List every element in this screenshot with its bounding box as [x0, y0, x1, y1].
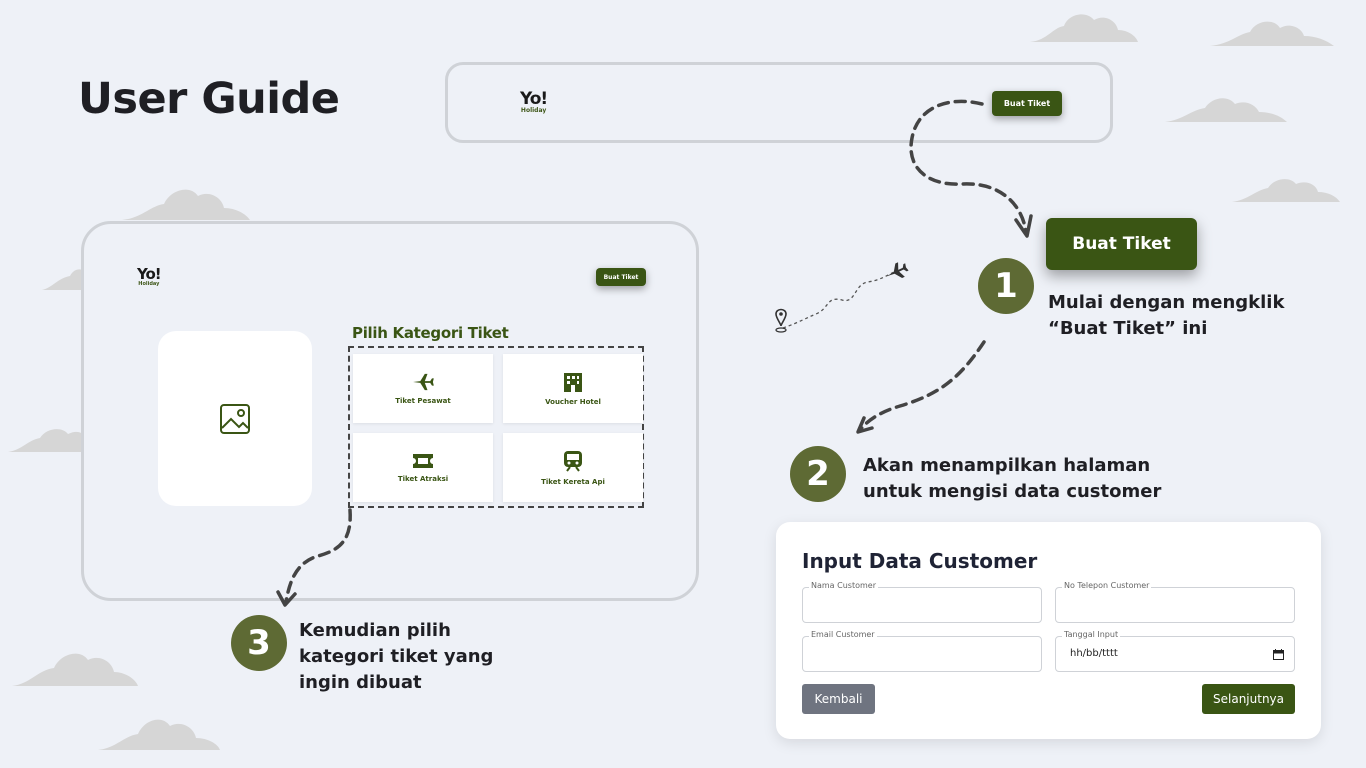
no-telepon-customer-field[interactable]: No Telepon Customer [1055, 581, 1295, 623]
cloud-decoration [12, 653, 138, 686]
form-title: Input Data Customer [802, 549, 1038, 573]
cloud-decoration [98, 719, 220, 750]
cloud-decoration [8, 429, 84, 452]
tanggal-input-field[interactable]: Tanggal Input hh/bb/tttt [1055, 630, 1295, 672]
field-label: Email Customer [809, 630, 877, 639]
step1-text-line1: Mulai dengan mengklik [1048, 292, 1285, 313]
step3-text-line3: ingin dibuat [299, 672, 422, 693]
buat-tiket-button[interactable]: Buat Tiket [992, 91, 1062, 116]
train-icon [564, 450, 582, 472]
image-icon [220, 403, 250, 434]
brand-logo[interactable]: Yo! Holiday [520, 89, 548, 114]
location-pin-icon [775, 308, 787, 333]
category-card-tiket-kereta-api[interactable]: Tiket Kereta Api [503, 433, 643, 502]
category-title: Pilih Kategori Tiket [352, 324, 509, 342]
arrowhead-step2 [856, 416, 874, 434]
cloud-decoration [1165, 98, 1287, 122]
field-label: Nama Customer [809, 581, 878, 590]
kembali-button[interactable]: Kembali [802, 684, 875, 714]
step2-text-line2: untuk mengisi data customer [863, 481, 1162, 502]
cloud-decoration [1210, 21, 1334, 46]
flight-path-trail [782, 271, 895, 329]
calendar-icon[interactable] [1273, 649, 1284, 660]
brand-logo[interactable]: Yo! Holiday [137, 265, 162, 287]
category-label: Tiket Atraksi [397, 474, 449, 483]
step1-buat-tiket-button[interactable]: Buat Tiket [1046, 218, 1197, 270]
page-title: User Guide [78, 74, 340, 124]
logo-sub-text: Holiday [520, 107, 547, 114]
cloud-decoration [1030, 14, 1138, 42]
logo-main-text: Yo! [520, 89, 548, 109]
ticket-icon [413, 453, 433, 468]
step2-text-line1: Akan menampilkan halaman [863, 455, 1151, 476]
step2-number-badge: 2 [790, 446, 846, 502]
airplane-doodle-icon [886, 262, 909, 278]
hotel-icon [564, 372, 582, 392]
category-card-voucher-hotel[interactable]: Voucher Hotel [503, 354, 643, 423]
category-card-tiket-atraksi[interactable]: Tiket Atraksi [353, 433, 493, 502]
step1-number-badge: 1 [978, 258, 1034, 314]
logo-main-text: Yo! [137, 265, 162, 283]
category-label: Tiket Pesawat [395, 396, 451, 405]
cloud-decoration [1232, 179, 1340, 202]
email-customer-field[interactable]: Email Customer [802, 630, 1042, 672]
arrow-to-step2 [858, 340, 986, 432]
logo-sub-text: Holiday [138, 281, 160, 287]
nama-customer-field[interactable]: Nama Customer [802, 581, 1042, 623]
field-value: hh/bb/tttt [1070, 648, 1118, 659]
customer-form-card: Input Data Customer Nama Customer No Tel… [776, 522, 1321, 739]
category-label: Voucher Hotel [545, 397, 601, 406]
navbar-mockup: Yo! Holiday Buat Tiket [445, 62, 1113, 143]
field-label: Tanggal Input [1062, 630, 1121, 639]
category-grid: Tiket Pesawat Voucher Hotel Tiket Atraks… [348, 346, 644, 508]
selanjutnya-button[interactable]: Selanjutnya [1202, 684, 1295, 714]
arrowhead-step1 [1014, 214, 1033, 238]
step3-text-line2: kategori tiket yang [299, 646, 494, 667]
step3-number-badge: 3 [231, 615, 287, 671]
step3-text-line1: Kemudian pilih [299, 620, 451, 641]
airplane-icon [413, 373, 434, 390]
category-card-tiket-pesawat[interactable]: Tiket Pesawat [353, 354, 493, 423]
cloud-decoration [42, 269, 84, 290]
step1-text-line2: “Buat Tiket” ini [1048, 318, 1208, 339]
image-placeholder-card [158, 331, 312, 506]
cloud-decoration [122, 189, 250, 220]
buat-tiket-button[interactable]: Buat Tiket [596, 268, 646, 286]
category-label: Tiket Kereta Api [541, 477, 605, 486]
field-label: No Telepon Customer [1062, 581, 1152, 590]
